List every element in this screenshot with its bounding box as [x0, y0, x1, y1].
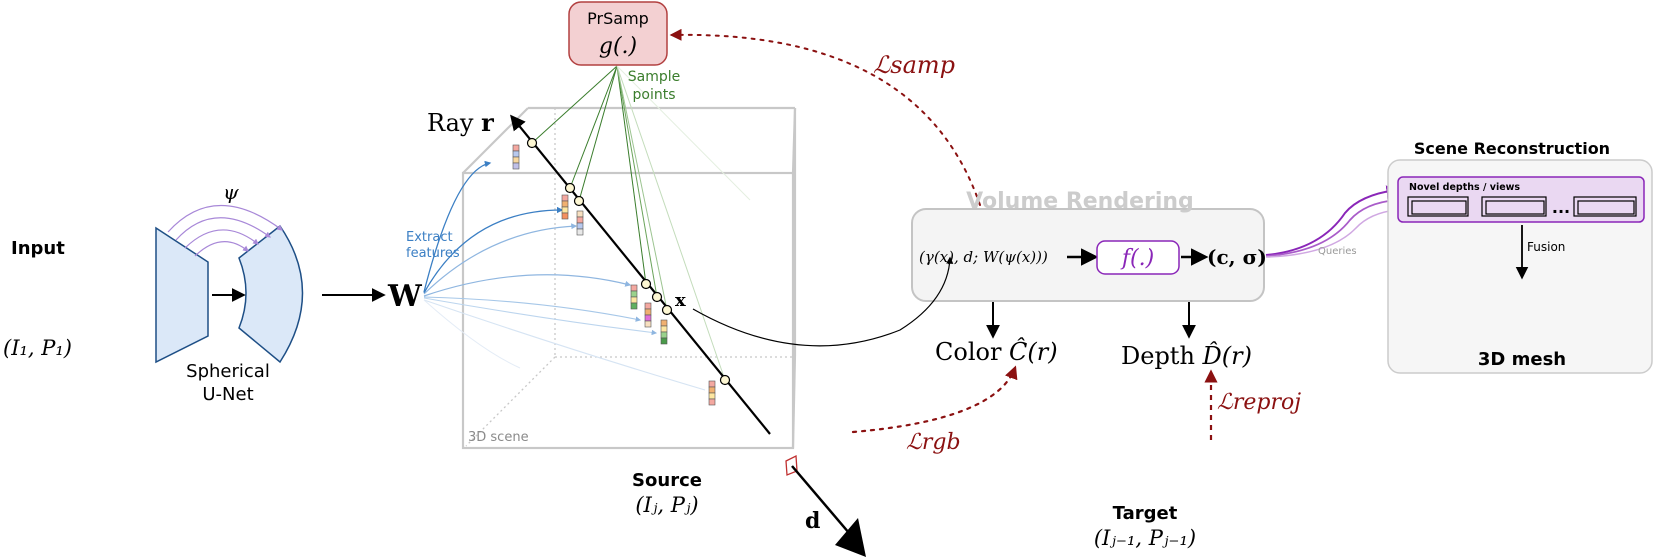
ray-label: Ray r [427, 108, 494, 137]
x-to-vr-curve [692, 256, 954, 347]
color-output: Color Ĉ(r) [935, 337, 1058, 366]
loss-samp-label: ℒsamp [873, 51, 955, 79]
camera-icon [785, 454, 798, 476]
skip-connection-arrows [167, 204, 283, 257]
direction-d-label: d [805, 508, 820, 534]
scene-3d-label: 3D scene [468, 430, 529, 445]
prsamp-title: PrSamp [587, 9, 649, 28]
depth-output: Depth D̂(r) [1121, 342, 1252, 370]
sample-points-line2: points [633, 87, 676, 103]
psi-symbol: ψ [223, 180, 239, 204]
feature-extraction-arrows [423, 160, 706, 391]
target-math: (Iⱼ₋₁, Pⱼ₋₁) [1094, 526, 1196, 550]
mesh-label: 3D mesh [1478, 349, 1566, 370]
volume-rendering-input: (γ(x), d; W(ψ(x))) [919, 248, 1048, 266]
volume-rendering-block: Volume Rendering (γ(x), d; W(ψ(x))) f(.)… [911, 189, 1267, 302]
unet-label-line2: U-Net [202, 384, 253, 405]
volume-rendering-output: (c, σ) [1207, 245, 1267, 269]
novel-views-ellipsis: ... [1552, 198, 1570, 217]
sample-point-lines [531, 65, 751, 381]
unet-label-line1: Spherical [186, 361, 270, 382]
f-function-box [1096, 240, 1180, 275]
scene-cube [461, 106, 797, 450]
ray-line [510, 114, 771, 435]
point-x-label: x [675, 290, 686, 311]
volume-rendering-title: Volume Rendering [966, 189, 1194, 214]
target-label: Target [1113, 503, 1178, 524]
prsamp-block: PrSamp g(.) [568, 1, 668, 66]
loss-samp-curve [669, 28, 981, 206]
unet-decoder-shape [238, 224, 304, 364]
loss-reproj-label: ℒreproj [1217, 390, 1301, 415]
w-feature-symbol: W [387, 279, 423, 314]
novel-views-label: Novel depths / views [1409, 182, 1520, 193]
scene-reconstruction-title: Scene Reconstruction [1414, 139, 1610, 158]
source-math: (Iⱼ, Pⱼ) [635, 493, 698, 517]
scene-reconstruction-block: Scene Reconstruction Novel depths / view… [1387, 139, 1653, 374]
extract-features-line1: Extract [406, 230, 453, 245]
source-label: Source [632, 470, 702, 491]
queries-label: Queries [1318, 246, 1357, 257]
direction-arrow [785, 454, 866, 557]
prsamp-box [568, 1, 668, 66]
spherical-unet: ψ Spherical U-Net [155, 180, 304, 405]
loss-rgb-label: ℒrgb [906, 430, 961, 455]
fusion-label: Fusion [1527, 240, 1565, 254]
prsamp-function: g(.) [599, 34, 637, 59]
feature-vector-stacks [512, 144, 716, 406]
extract-features-line2: features [406, 246, 460, 261]
novel-view-frames [1407, 196, 1637, 217]
ray-sample-points [526, 137, 731, 386]
unet-encoder-shape [155, 226, 209, 364]
loss-rgb-curve [851, 365, 1018, 434]
input-math: (I₁, P₁) [3, 336, 72, 360]
scene-cube-hidden-edges [465, 108, 795, 447]
input-label: Input [11, 238, 65, 259]
f-function-label: f(.) [1120, 246, 1154, 271]
query-curves [1265, 185, 1399, 258]
novel-views-box [1397, 176, 1645, 223]
sample-points-line1: Sample [628, 69, 681, 85]
